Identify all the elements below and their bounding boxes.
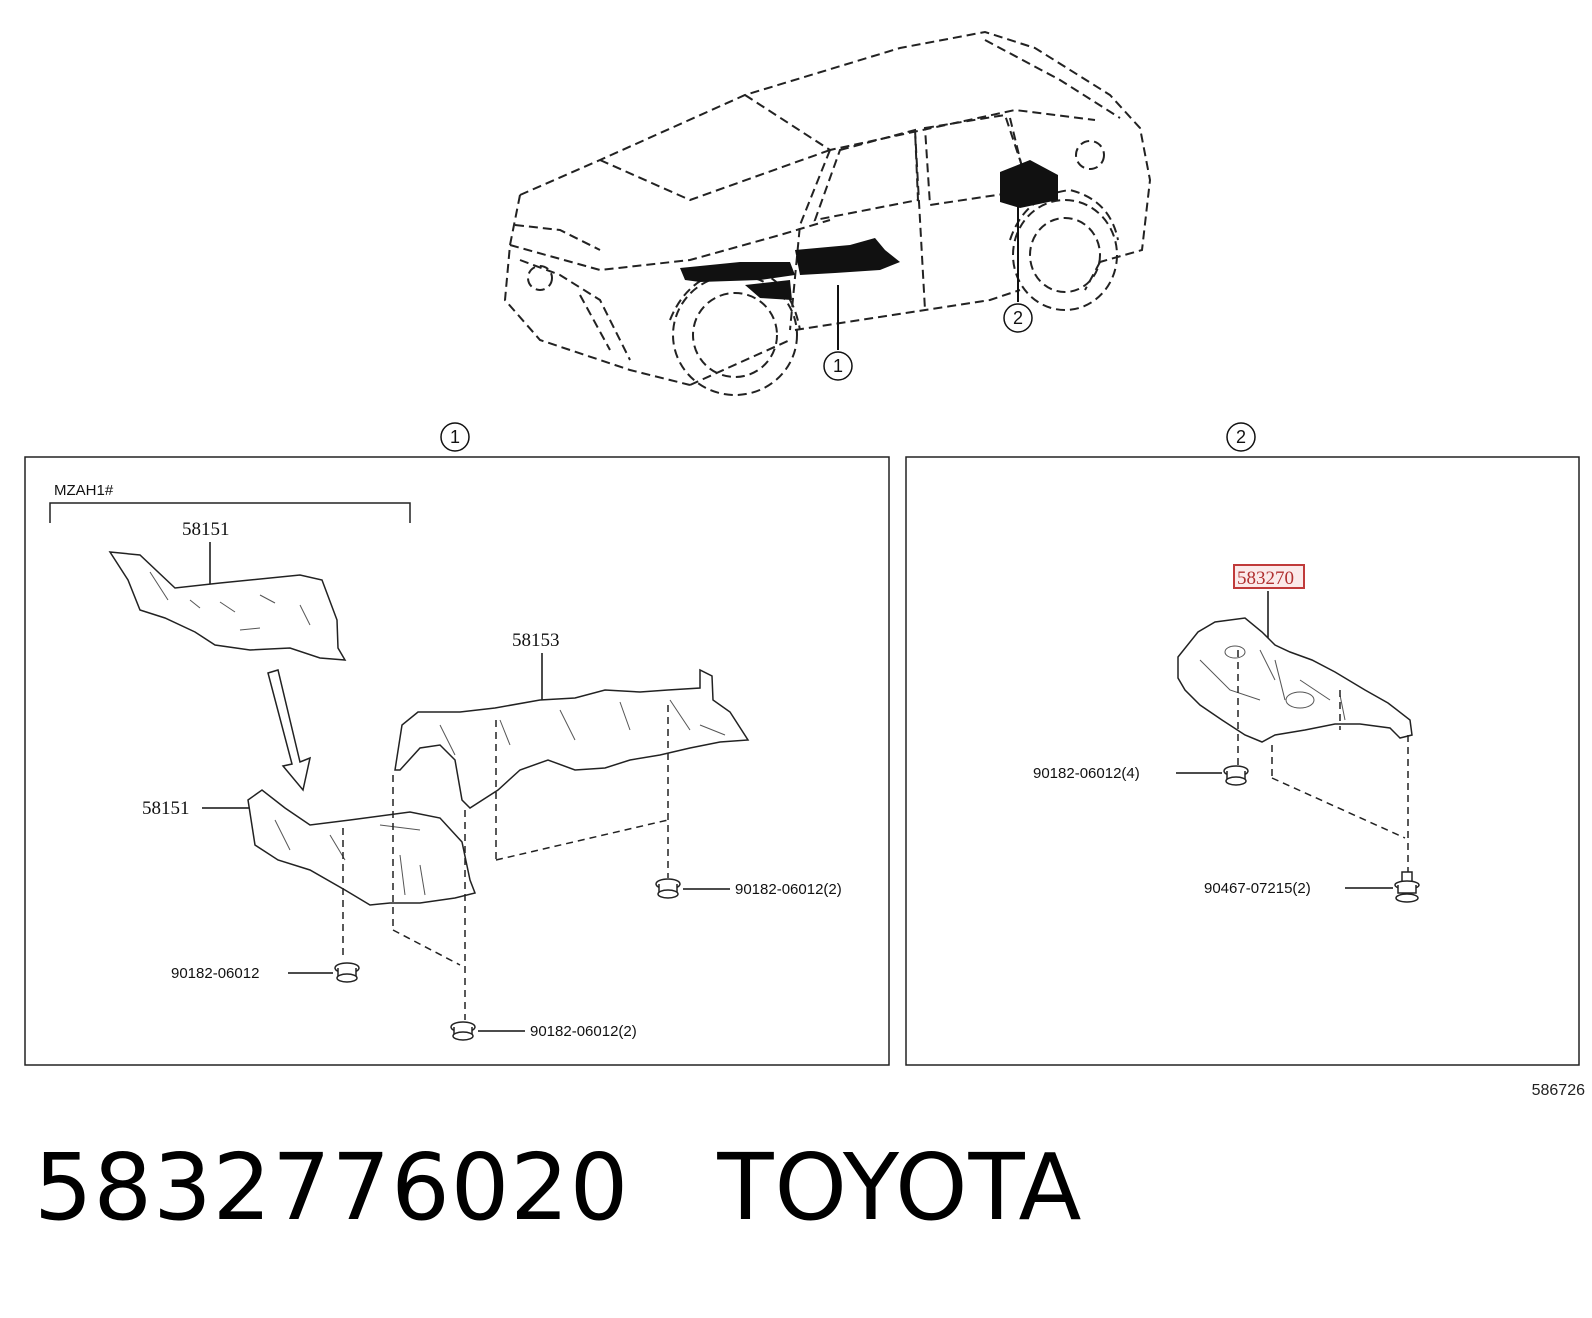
part-583270 [1177,617,1413,743]
part-58153 [394,668,750,809]
part-58151-lower [247,789,477,906]
clip-icon [1394,871,1420,903]
model-code-label: MZAH1# [54,482,114,499]
label-90467-07215-2: 90467-07215(2) [1204,880,1311,897]
label-583270: 583270 [1237,568,1294,589]
svg-text:1: 1 [450,427,460,447]
nut-icon [1223,765,1249,786]
panel-1-frame [24,456,890,1066]
callout-2-panel-header: 2 [1226,422,1256,452]
nut-icon [450,1021,476,1041]
label-90182-06012-right: 90182-06012(2) [735,881,842,898]
reference-number: 586726 [1532,1082,1585,1099]
callout-1-panel-header: 1 [440,422,470,452]
svg-text:2: 2 [1013,308,1023,328]
svg-text:2: 2 [1236,427,1246,447]
panel-2-assembly-lines [1237,650,1409,875]
label-58151-upper: 58151 [182,519,230,540]
label-58151-lower: 58151 [142,798,190,819]
panel-1-assembly-lines [342,705,669,1020]
nut-icon [655,878,681,899]
label-90182-06012-single: 90182-06012 [171,965,259,982]
callout-2-car: 2 [1003,303,1033,333]
label-90182-06012-bottom: 90182-06012(2) [530,1023,637,1040]
assembly-arrow [267,669,312,792]
part-58151-upper [108,551,347,661]
highlighted-part-box [1233,564,1305,589]
label-90182-06012-4: 90182-06012(4) [1033,765,1140,782]
part-number: 5832776020 [34,1134,630,1241]
callout-1-car: 1 [823,351,853,381]
svg-text:1: 1 [833,356,843,376]
panel-2-frame [905,456,1580,1066]
car-highlight-regions [680,160,1058,300]
label-58153: 58153 [512,630,560,651]
brand-name: TOYOTA [717,1134,1083,1241]
car-overview-illustration [503,30,1152,396]
model-code-bracket [49,502,411,523]
nut-icon [334,962,360,983]
